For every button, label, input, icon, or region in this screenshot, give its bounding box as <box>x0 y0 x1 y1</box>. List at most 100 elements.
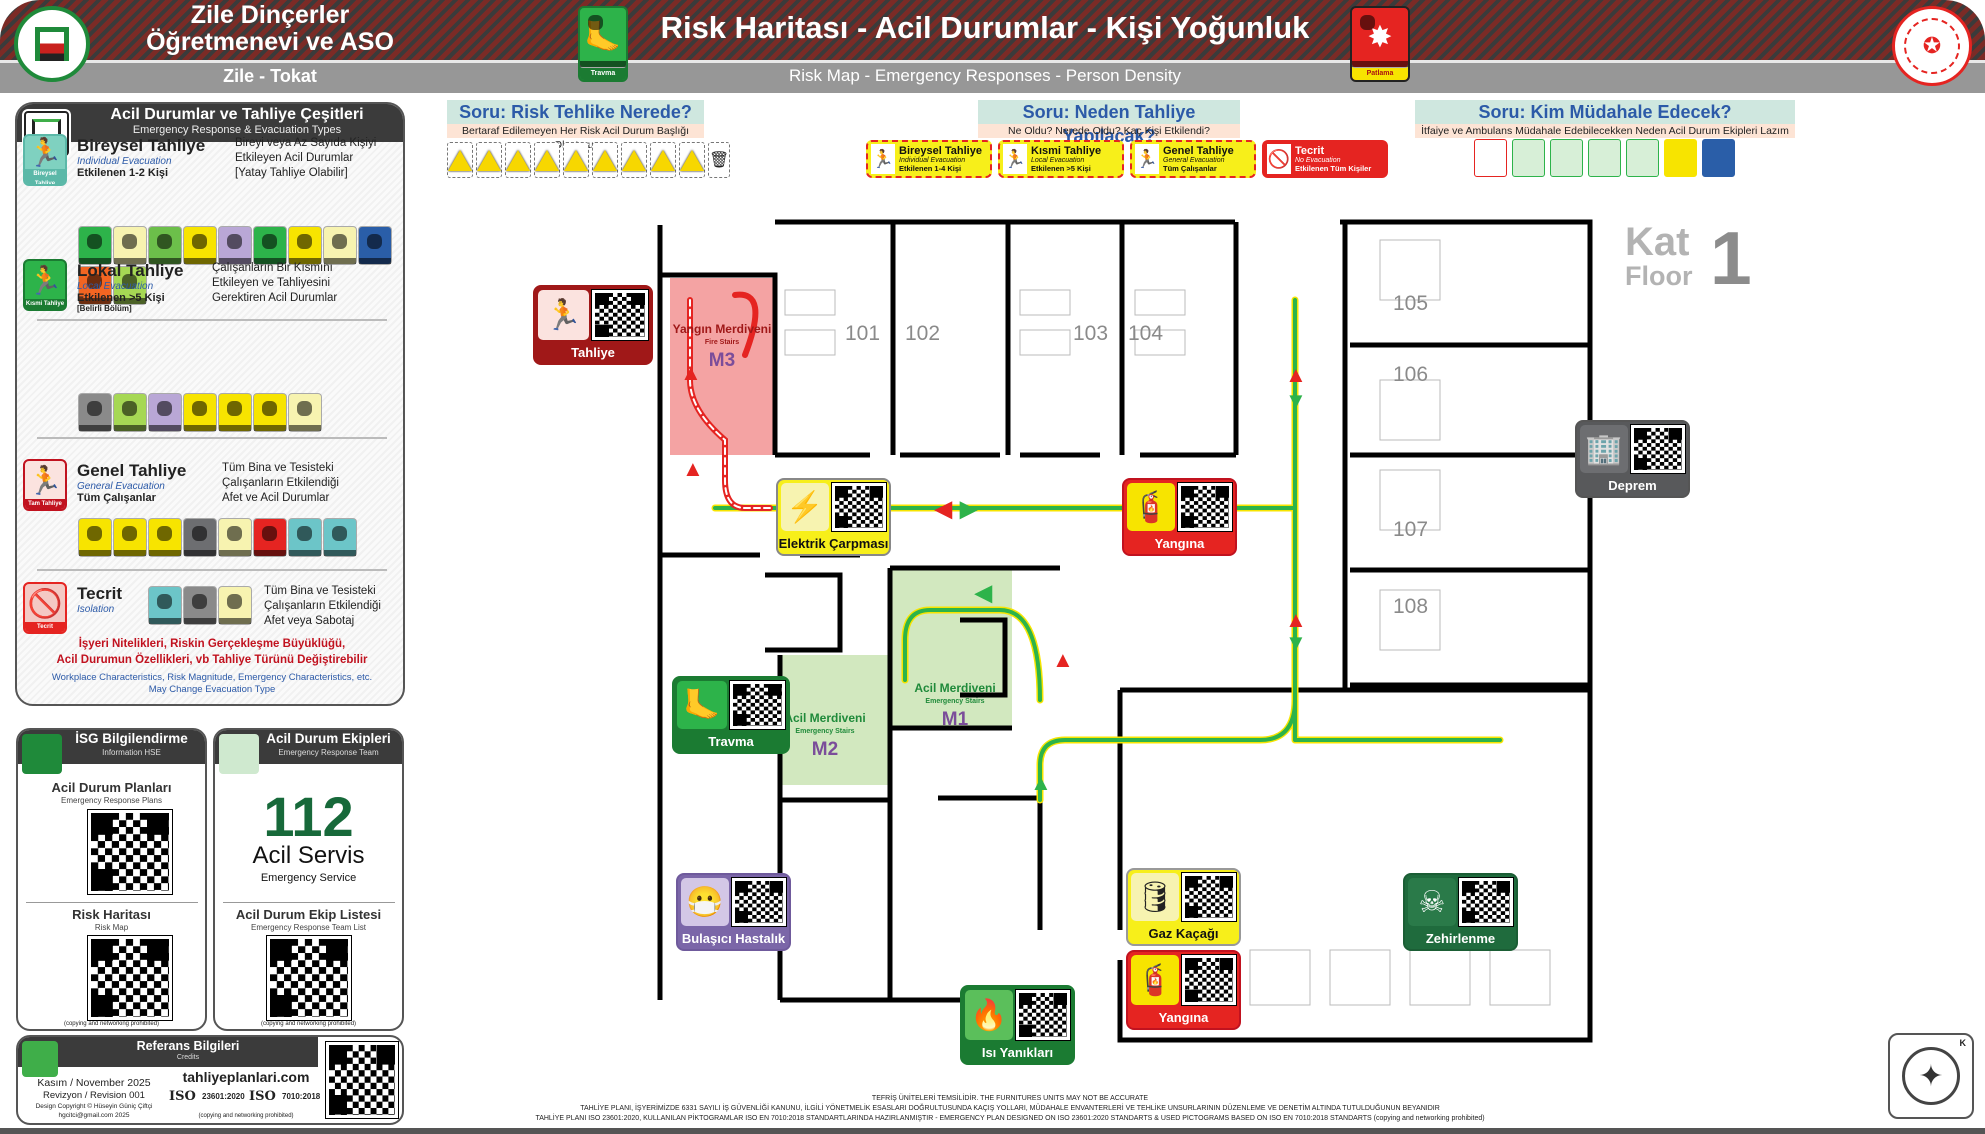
room-number: 104 <box>1128 322 1164 345</box>
card-subtitle: Information HSE <box>102 748 161 757</box>
credits-qr-code[interactable] <box>325 1041 399 1119</box>
question-risk-where: Soru: Risk Tehlike Nerede? Bertaraf Edil… <box>447 100 731 178</box>
hazard-pictogram-icon <box>114 394 146 431</box>
marker-electric-shock[interactable]: ⚡Elektrik Çarpması <box>776 478 891 556</box>
bandaged-foot-icon: 🦶 <box>677 681 727 729</box>
question-who-responds: Soru: Kim Müdahale Edecek? İtfaiye ve Am… <box>1415 100 1795 138</box>
hazard-pictogram-icon <box>289 394 321 431</box>
badge-affected: Etkilenen >5 Kişi <box>1031 163 1091 173</box>
panel-title: Acil Durumlar ve Tahliye Çeşitleri <box>110 106 364 123</box>
marker-trauma[interactable]: 🦶Travma <box>672 676 790 754</box>
marker-infectious-disease[interactable]: 😷Bulaşıcı Hastalık <box>676 873 791 951</box>
question-subtitle: İtfaiye ve Ambulans Müdahale Edebilecekk… <box>1415 124 1795 138</box>
marker-heat-burns[interactable]: 🔥Isı Yanıkları <box>960 985 1075 1065</box>
hazard-pictogram-icon <box>359 227 391 264</box>
marker-fire-response[interactable]: 🧯Yangına Müdahale <box>1122 478 1237 556</box>
copy-notice: (copying and networking prohibited) <box>63 1021 160 1027</box>
evacuation-routes <box>687 291 1504 804</box>
legal-footer: TEFRİŞ ÜNİTELERİ TEMSİLİDİR. THE FURNITU… <box>520 1094 1500 1124</box>
badge-en: Local Evacuation <box>1031 156 1085 164</box>
team-member-icon <box>219 734 259 774</box>
stairs-title: Acil Merdiveni <box>914 681 996 695</box>
risk-map-qr-code[interactable] <box>87 935 173 1021</box>
note-red-line: Acil Durumun Özellikleri, vb Tahliye Tür… <box>56 654 368 666</box>
badge-en: No Evacuation <box>1295 156 1341 164</box>
team-list-qr-code[interactable] <box>266 935 352 1021</box>
marker-evacuation[interactable]: 🏃Tahliye <box>533 285 653 365</box>
burned-hand-icon: 🔥 <box>965 990 1013 1040</box>
warning-sign-icon <box>534 142 560 178</box>
explosion-icon: ✸Patlama <box>1350 6 1410 82</box>
qr-code <box>831 482 887 532</box>
card-title: İSG Bilgilendirme <box>75 731 188 746</box>
divider <box>37 319 387 321</box>
marker-label: Deprem <box>1608 478 1657 493</box>
description-line: Çalışanların Bir Kısmını <box>212 262 333 274</box>
footer-line: TAHLİYE PLANI, İŞYERİMİZDE 6331 SAYILI İ… <box>580 1105 1440 1112</box>
note-blue-line: Workplace Characteristics, Risk Magnitud… <box>51 672 373 683</box>
gas-cylinder-icon: 🛢 <box>1131 873 1179 921</box>
marker-gas-leak[interactable]: 🛢Gaz Kaçağı <box>1126 868 1241 946</box>
evac-type-tag: Tecrit <box>25 622 65 632</box>
org-line-1: Zile Dinçerler <box>190 1 350 29</box>
badge-name: Bireysel Tahliye <box>899 144 982 157</box>
marker-label: Bulaşıcı Hastalık <box>681 931 786 946</box>
fire-extinguisher-icon: 🧯 <box>1131 955 1179 1005</box>
risk-map-title: Risk Haritası <box>72 907 151 922</box>
hazard-pictogram-icon <box>79 227 111 264</box>
footer-line: TEFRİŞ ÜNİTELERİ TEMSİLİDİR. THE FURNITU… <box>871 1095 1149 1102</box>
plans-subtitle: Emergency Response Plans <box>61 796 162 805</box>
risk-map-subtitle: Risk Map <box>94 923 129 932</box>
description-line: Tüm Bina ve Tesisteki <box>264 585 376 597</box>
evac-type-tag: Kısmi Tahliye <box>25 299 65 309</box>
hazard-pictogram-icon <box>149 519 181 556</box>
qr-code <box>728 680 786 730</box>
qr-code <box>1630 424 1686 474</box>
hazard-pictogram-icon <box>79 267 111 304</box>
plans-qr-code[interactable] <box>87 809 173 895</box>
credits-title: Referans Bilgileri <box>136 1039 240 1053</box>
evac-type-en: Local Evacuation <box>77 281 154 292</box>
marker-earthquake[interactable]: 🏢Deprem <box>1575 420 1690 498</box>
trauma-icon-label: Travma <box>580 67 626 80</box>
evac-type-0: 🏃Bireysel Tahliye <box>23 134 67 186</box>
hazard-pictogram-icon <box>184 227 216 264</box>
house-flame-icon <box>35 27 69 61</box>
description-line: Afet veya Sabotaj <box>264 615 355 627</box>
badge-affected: Tüm Çalışanlar <box>1163 163 1217 173</box>
hazard-pictogram-icon <box>254 227 286 264</box>
badge-en: General Evacuation <box>1163 156 1225 164</box>
badge-affected: Etkilenen Tüm Kişiler <box>1295 163 1372 173</box>
description-line: Çalışanların Etkilendiği <box>264 600 381 612</box>
evac-type-en: General Evacuation <box>77 481 165 492</box>
arrow-left-icon: ◀ <box>974 580 993 605</box>
evac-type-name: Tecrit <box>77 584 123 603</box>
evacuation-types-panel: Acil Durumlar ve Tahliye Çeşitleri Emerg… <box>15 102 405 706</box>
description-line: Bireyi veya Az Sayıda Kişiyi <box>235 137 377 149</box>
room-number: 108 <box>1393 595 1429 618</box>
floor-number: 1 <box>1710 216 1752 300</box>
skull-diamond-icon: ☠ <box>1408 878 1456 926</box>
website-link[interactable]: tahliyeplanlari.com <box>182 1069 310 1085</box>
room-number: 105 <box>1393 292 1429 315</box>
warning-sign-icon <box>476 142 502 178</box>
team-list-title: Acil Durum Ekip Listesi <box>235 907 382 922</box>
description-line: Etkileyen ve Tahliyesini <box>212 277 331 289</box>
qr-code <box>1015 989 1071 1041</box>
marker-poisoning[interactable]: ☠Zehirlenme <box>1403 873 1518 951</box>
copy-notice: (copying and networking prohibited) <box>198 1113 294 1119</box>
credits-subtitle: Credits <box>176 1054 200 1061</box>
iso-logo: ISO <box>169 1089 196 1104</box>
marker-fire-response-2[interactable]: 🧯Yangına Müdahale <box>1126 950 1241 1030</box>
response-team-icon <box>1702 139 1735 177</box>
stairs-subtitle: Fire Stairs <box>704 339 740 346</box>
room-number: 106 <box>1393 363 1429 386</box>
arrow-up-icon: ▲ <box>680 360 702 385</box>
evac-type-affected: Etkilenen >5 Kişi <box>77 292 165 304</box>
response-team-icon <box>1588 139 1621 177</box>
